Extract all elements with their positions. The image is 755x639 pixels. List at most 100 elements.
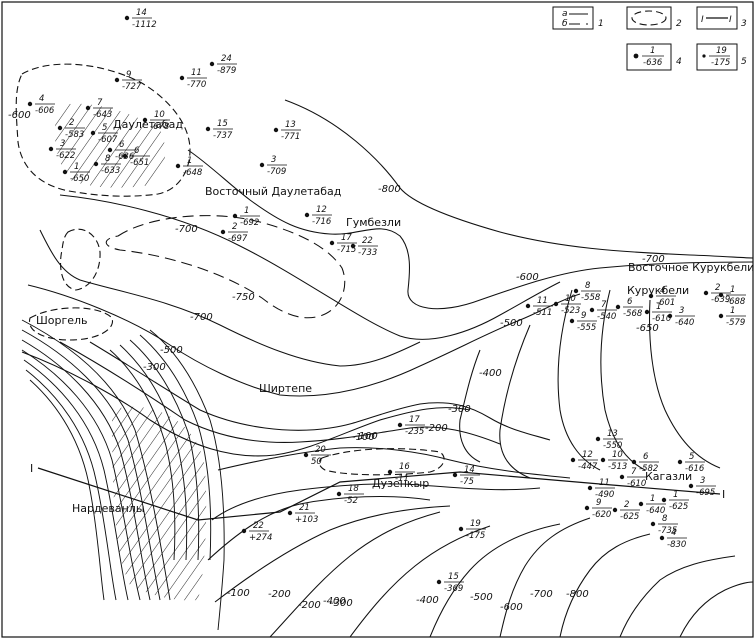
- well-depth: -695: [696, 488, 715, 498]
- well-depth: -727: [122, 82, 142, 92]
- well-number: 5: [689, 452, 694, 462]
- legend-2-num: 2: [676, 19, 682, 29]
- well-dot: [241, 528, 247, 534]
- well-dot: [661, 497, 667, 503]
- well-dot: [619, 474, 625, 480]
- western-field: [59, 228, 101, 291]
- well-depth: -1112: [132, 20, 157, 30]
- well-number: 1: [656, 302, 661, 312]
- well-depth: -235: [405, 427, 424, 437]
- well-depth: -513: [608, 462, 627, 472]
- well-marker: 22 +274: [241, 521, 272, 543]
- legend-1-num: 1: [598, 19, 604, 29]
- well-depth: -625: [620, 512, 639, 522]
- isoline-label: -600: [8, 110, 31, 121]
- legend-5-sample-v: -175: [711, 58, 730, 68]
- well-marker: 3-622: [48, 139, 76, 161]
- well-marker: 5-616: [677, 452, 705, 474]
- isoline-label: -600: [516, 272, 539, 283]
- well-dot: [93, 161, 99, 167]
- well-number: 16: [399, 462, 410, 472]
- isoline-label: -500: [470, 592, 493, 603]
- well-marker: 10-523: [553, 294, 581, 316]
- well-depth: -369: [444, 584, 463, 594]
- well-marker: 13-550: [595, 429, 623, 451]
- well-depth: -606: [35, 106, 55, 116]
- well-depth: -879: [217, 66, 236, 76]
- well-marker: 1-648: [175, 156, 203, 178]
- well-depth: +274: [249, 533, 272, 543]
- well-marker: 6-582: [631, 452, 659, 474]
- well-marker: 18-52: [336, 484, 364, 506]
- well-marker: 5-607: [90, 123, 118, 145]
- place-duzenkyr: Дузенкыр: [372, 477, 429, 490]
- isoline-label: -750: [232, 292, 255, 303]
- well-dot: [667, 313, 673, 319]
- well-marker: 15-737: [205, 119, 233, 141]
- well-depth: -601: [656, 298, 675, 308]
- isoline-label: -400: [416, 595, 439, 606]
- well-dot: [329, 240, 335, 246]
- isoline-label: -100: [352, 432, 375, 443]
- well-number: 3: [60, 139, 65, 149]
- well-depth: -52: [344, 496, 358, 506]
- legend: а б 1 2 I I 3 1 -636 4 19 -175 5: [552, 6, 747, 71]
- well-marker: 8-633: [93, 154, 121, 176]
- well-depth: -620: [592, 510, 611, 520]
- well-number: 3: [271, 155, 276, 165]
- well-marker: 6-651: [122, 146, 150, 168]
- well-dot: [209, 61, 215, 67]
- well-marker: 9 -727: [114, 70, 142, 92]
- well-marker: 10-678: [142, 110, 170, 132]
- place-kagazli: Кагазли: [645, 470, 692, 483]
- well-number: 8: [585, 281, 591, 291]
- dauletabad-field: [15, 63, 191, 197]
- well-marker: 15-369: [436, 572, 464, 594]
- well-depth: -651: [130, 158, 149, 168]
- well-dot: [273, 127, 279, 133]
- well-depth: -540: [597, 312, 616, 322]
- legend-1-sym-a: а: [562, 9, 568, 19]
- well-number: 1: [244, 206, 249, 216]
- well-depth: -650: [70, 174, 89, 184]
- well-number: 4: [660, 286, 665, 296]
- well-dot: [570, 457, 576, 463]
- well-marker: 4-830: [659, 528, 687, 550]
- well-dot: [703, 290, 709, 296]
- well-number: 15: [217, 119, 228, 129]
- legend-box-1: [552, 6, 594, 30]
- place-vost_dauletabad: Восточный Даулетабад: [205, 185, 342, 198]
- well-dot: [677, 459, 683, 465]
- well-depth: -511: [533, 308, 552, 318]
- well-dot: [615, 304, 621, 310]
- well-depth: -709: [267, 167, 286, 177]
- well-dot: [718, 292, 724, 298]
- well-dot: [612, 507, 618, 513]
- legend-5-sample-n: 19: [716, 46, 727, 56]
- well-number: 22: [253, 521, 264, 531]
- well-number: 12: [582, 450, 593, 460]
- well-dot: [27, 101, 33, 107]
- well-number: 2: [624, 500, 629, 510]
- isoline-label: -700: [530, 589, 553, 600]
- well-depth: -582: [639, 464, 658, 474]
- well-number: 5: [102, 123, 107, 133]
- well-dot: [436, 579, 442, 585]
- well-number: 1: [74, 162, 79, 172]
- well-marker: 14-75: [452, 465, 480, 487]
- well-number: 9: [126, 70, 131, 80]
- well-dot: [600, 457, 606, 463]
- well-depth: -625: [669, 502, 688, 512]
- well-depth: -770: [187, 80, 206, 90]
- well-depth: -692: [240, 218, 259, 228]
- well-dot: [304, 212, 310, 218]
- well-marker: 11-770: [179, 68, 207, 90]
- well-depth: -640: [646, 506, 665, 516]
- well-depth: -558: [581, 293, 601, 303]
- well-depth: -583: [65, 130, 84, 140]
- well-marker: 1-688: [718, 285, 746, 307]
- well-number: 11: [537, 296, 548, 306]
- well-marker: 12-447: [570, 450, 598, 472]
- well-marker: 4 -601: [648, 286, 676, 308]
